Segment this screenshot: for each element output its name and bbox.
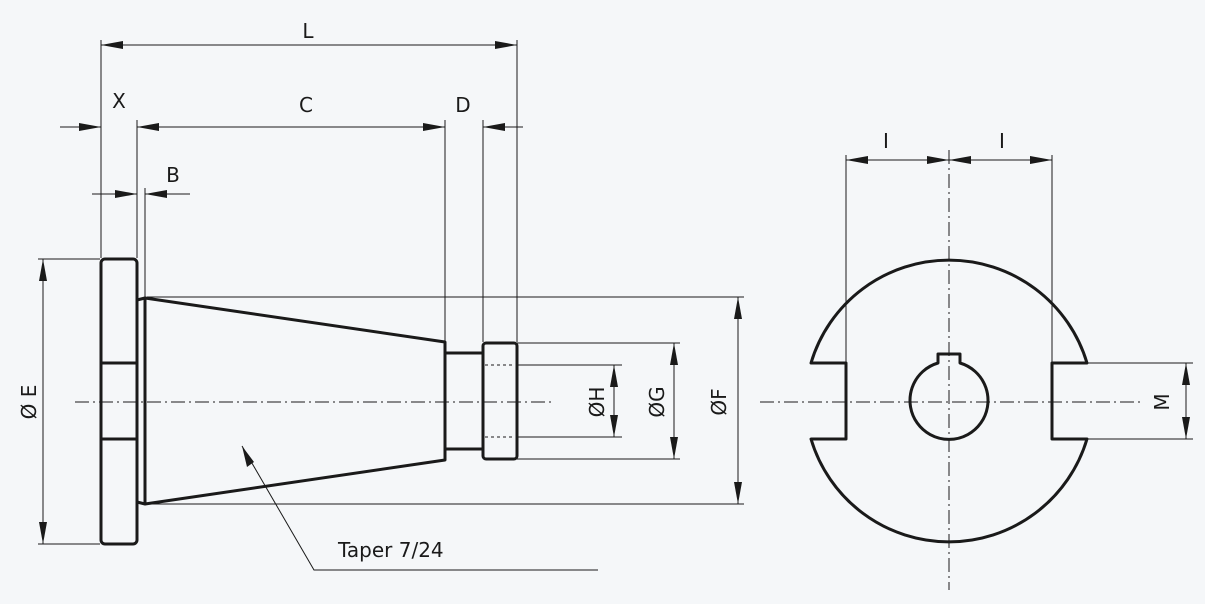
label-E: Ø E xyxy=(17,385,41,420)
arrow-H-bottom xyxy=(610,415,618,437)
neck xyxy=(445,351,483,451)
arrow-I-left-end xyxy=(927,156,949,164)
arrow-E-bottom xyxy=(39,522,47,544)
arrow-B-right xyxy=(145,190,167,198)
label-I-right: I xyxy=(999,129,1005,153)
flange-outline xyxy=(809,258,1089,544)
arrow-M-top xyxy=(1182,363,1190,385)
arrow-E-top xyxy=(39,259,47,281)
label-C: C xyxy=(299,93,313,117)
arrow-I-right-end xyxy=(1030,156,1052,164)
arrow-D xyxy=(483,123,505,131)
label-taper: Taper 7/24 xyxy=(337,538,444,562)
arrow-C-left xyxy=(137,123,159,131)
arrow-L-right xyxy=(495,41,517,49)
arrow-I-right-start xyxy=(949,156,971,164)
front-view: I I M xyxy=(760,129,1193,590)
label-G: ØG xyxy=(645,386,669,417)
arrow-H-top xyxy=(610,365,618,387)
pull-stud-head xyxy=(481,341,519,461)
label-B: B xyxy=(166,163,180,187)
arrow-I-left-start xyxy=(846,156,868,164)
arrow-F-bottom xyxy=(734,482,742,504)
arrow-C-right xyxy=(423,123,445,131)
arrow-B-left xyxy=(115,190,137,198)
arrow-F-top xyxy=(734,297,742,319)
taper-leader-line xyxy=(241,445,598,571)
bore-with-keyway xyxy=(908,352,990,441)
label-X: X xyxy=(112,89,126,113)
flange xyxy=(99,257,139,546)
label-D: D xyxy=(455,93,470,117)
arrow-M-bottom xyxy=(1182,417,1190,439)
arrow-G-bottom xyxy=(670,437,678,459)
arrow-G-top xyxy=(670,343,678,365)
arrow-L-left xyxy=(101,41,123,49)
label-F: ØF xyxy=(707,388,731,415)
taper-body xyxy=(144,296,447,506)
label-M: M xyxy=(1150,393,1174,410)
label-L: L xyxy=(302,19,314,43)
side-view: L X C D B Ø E Ø xyxy=(17,19,744,571)
taper-leader-arrow xyxy=(242,446,254,467)
label-I-left: I xyxy=(883,129,889,153)
arrow-X xyxy=(79,123,101,131)
label-H: ØH xyxy=(585,387,609,418)
flange-step xyxy=(136,296,147,506)
